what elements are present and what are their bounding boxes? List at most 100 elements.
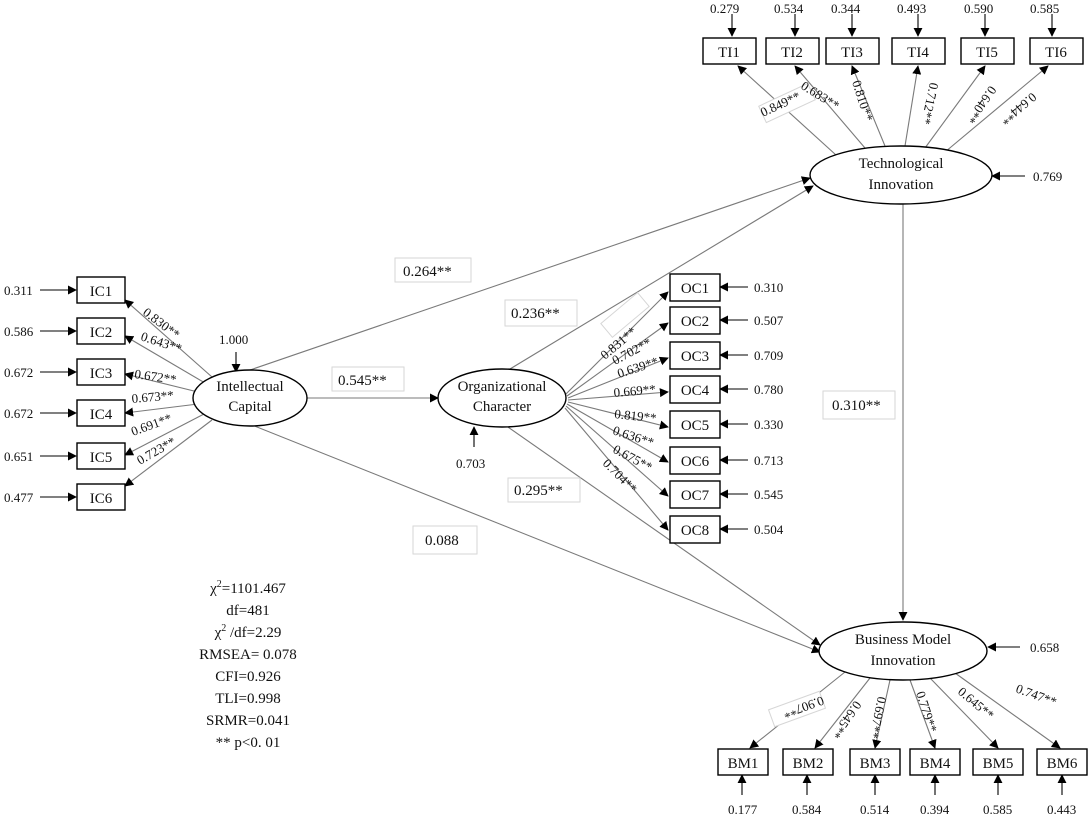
latent-error-arrows (231, 171, 1025, 652)
ti-indicators: TI1 TI2 TI3 TI4 TI5 TI6 (702, 37, 1084, 65)
error-latent-bm: 0.658 (1030, 640, 1059, 655)
indicator-bm4[interactable]: BM4 (909, 748, 961, 776)
svg-text:OC7: OC7 (681, 488, 710, 504)
edge-bm4 (909, 679, 937, 749)
latent-business-model-innovation[interactable]: Business Model Innovation (818, 621, 988, 681)
indicator-oc1[interactable]: OC1 (669, 273, 721, 302)
oc-loading-edges (564, 291, 669, 531)
edge-oc1 (565, 291, 669, 395)
edge-oc8 (564, 407, 669, 531)
indicator-oc8[interactable]: OC8 (669, 515, 721, 544)
path-ic-ti (249, 176, 811, 371)
error-oc3: 0.709 (754, 348, 783, 363)
error-ic1: 0.311 (4, 283, 33, 298)
oc-error-arrows (719, 282, 748, 534)
indicator-ic3[interactable]: IC3 (76, 358, 126, 386)
indicator-oc2[interactable]: OC2 (669, 306, 721, 335)
fit-rmsea: RMSEA= 0.078 (199, 647, 297, 663)
loading-bm4: 0.779** (913, 689, 940, 734)
error-bm2: 0.584 (792, 802, 822, 817)
svg-text:BM1: BM1 (728, 756, 759, 772)
fit-cfi: CFI=0.926 (215, 669, 281, 685)
edge-ti2 (794, 65, 866, 149)
latent-bm-line2: Innovation (871, 653, 936, 669)
coef-ti-bm: 0.310** (832, 398, 881, 414)
indicator-ti3[interactable]: TI3 (825, 37, 880, 65)
fit-statistics: χ2=1101.467 df=481 χ2 /df=2.29 RMSEA= 0.… (199, 579, 297, 751)
ic-indicators: IC1 IC2 IC3 IC4 IC5 IC6 (76, 276, 126, 511)
indicator-bm1[interactable]: BM1 (717, 748, 769, 776)
error-ic3: 0.672 (4, 365, 33, 380)
error-oc8: 0.504 (754, 522, 784, 537)
svg-text:BM3: BM3 (860, 756, 891, 772)
error-oc2: 0.507 (754, 313, 784, 328)
oc-loading-values: 0.831** 0.702** 0.639** 0.669** 0.819** … (597, 291, 660, 496)
latent-organizational-character[interactable]: Organizational Character (437, 368, 567, 428)
bm-error-arrows (737, 774, 1067, 795)
svg-text:OC3: OC3 (681, 349, 709, 365)
coef-oc-bm: 0.295** (514, 483, 563, 499)
indicator-ic1[interactable]: IC1 (76, 276, 126, 304)
edge-bm2 (814, 677, 871, 749)
loading-ti5: 0.640** (963, 83, 1000, 126)
latent-oc-line2: Character (473, 399, 531, 415)
indicator-oc6[interactable]: OC6 (669, 446, 721, 475)
indicator-oc7[interactable]: OC7 (669, 480, 721, 509)
svg-text:TI1: TI1 (718, 45, 740, 61)
edge-bm3 (872, 679, 891, 749)
svg-text:OC8: OC8 (681, 523, 709, 539)
error-bm6: 0.443 (1047, 802, 1076, 817)
latent-technological-innovation[interactable]: Technological Innovation (809, 145, 993, 205)
svg-text:OC4: OC4 (681, 383, 710, 399)
path-oc-ti (504, 185, 814, 373)
svg-text:IC2: IC2 (90, 325, 113, 341)
indicator-bm5[interactable]: BM5 (972, 748, 1024, 776)
indicator-ti2[interactable]: TI2 (765, 37, 820, 65)
latent-ti-line2: Innovation (869, 177, 934, 193)
indicator-oc3[interactable]: OC3 (669, 341, 721, 370)
svg-text:OC6: OC6 (681, 454, 710, 470)
indicator-ic5[interactable]: IC5 (76, 442, 126, 470)
edge-oc5 (567, 401, 669, 430)
svg-text:IC6: IC6 (90, 491, 113, 507)
indicator-ic4[interactable]: IC4 (76, 399, 126, 427)
fit-significance-note: ** p<0. 01 (216, 735, 281, 751)
indicator-bm6[interactable]: BM6 (1036, 748, 1088, 776)
svg-text:OC5: OC5 (681, 418, 709, 434)
latent-error-values: 1.000 0.703 0.769 0.658 (219, 169, 1062, 655)
latent-intellectual-capital[interactable]: Intellectual Capital (192, 369, 308, 427)
svg-text:BM6: BM6 (1047, 756, 1078, 772)
indicator-ti4[interactable]: TI4 (891, 37, 946, 65)
indicator-oc4[interactable]: OC4 (669, 375, 721, 404)
ic-error-values: 0.311 0.586 0.672 0.672 0.651 0.477 (4, 283, 34, 505)
latent-bm-line1: Business Model (855, 632, 951, 648)
ti-error-arrows (727, 14, 1057, 37)
edge-oc4 (567, 388, 669, 401)
indicator-ti5[interactable]: TI5 (960, 37, 1015, 65)
error-oc5: 0.330 (754, 417, 783, 432)
indicator-ti1[interactable]: TI1 (702, 37, 757, 65)
edge-ti3 (850, 65, 886, 147)
indicator-ti6[interactable]: TI6 (1029, 37, 1084, 65)
svg-text:TI5: TI5 (976, 45, 998, 61)
indicator-bm2[interactable]: BM2 (782, 748, 834, 776)
edge-oc2 (566, 322, 669, 397)
indicator-ic6[interactable]: IC6 (76, 483, 126, 511)
oc-error-values: 0.310 0.507 0.709 0.780 0.330 0.713 0.54… (754, 280, 784, 537)
indicator-ic2[interactable]: IC2 (76, 317, 126, 345)
svg-text:OC2: OC2 (681, 314, 709, 330)
latent-oc-line1: Organizational (458, 379, 547, 395)
latent-ti-line1: Technological (859, 156, 944, 172)
edge-ic6 (124, 419, 213, 487)
path-ic-bm (251, 424, 821, 654)
loading-ic3: 0.672** (134, 366, 178, 387)
coef-ic-oc: 0.545** (338, 373, 387, 389)
error-oc4: 0.780 (754, 382, 783, 397)
coef-ic-bm: 0.088 (425, 533, 459, 549)
indicator-oc5[interactable]: OC5 (669, 410, 721, 439)
svg-text:TI6: TI6 (1045, 45, 1067, 61)
oc-indicators: OC1 OC2 OC3 OC4 OC5 OC6 OC7 OC8 (669, 273, 721, 544)
edge-ic3 (124, 371, 199, 393)
indicator-bm3[interactable]: BM3 (849, 748, 901, 776)
